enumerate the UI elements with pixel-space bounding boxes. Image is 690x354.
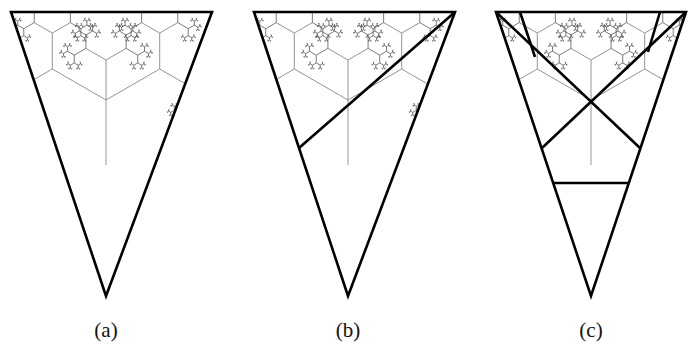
fractal-tree (464, 0, 690, 165)
cut-line (542, 12, 686, 148)
triangle (11, 12, 212, 296)
cut-line (496, 12, 640, 148)
cut-line (648, 12, 660, 52)
panel-label: (c) (579, 318, 602, 343)
cut-line (553, 182, 629, 185)
panel-label: (a) (94, 318, 117, 343)
cut-line (520, 12, 535, 57)
triangle (496, 12, 686, 296)
panel-label: (b) (336, 318, 361, 343)
cut-line (299, 12, 455, 148)
triangle (254, 12, 455, 296)
